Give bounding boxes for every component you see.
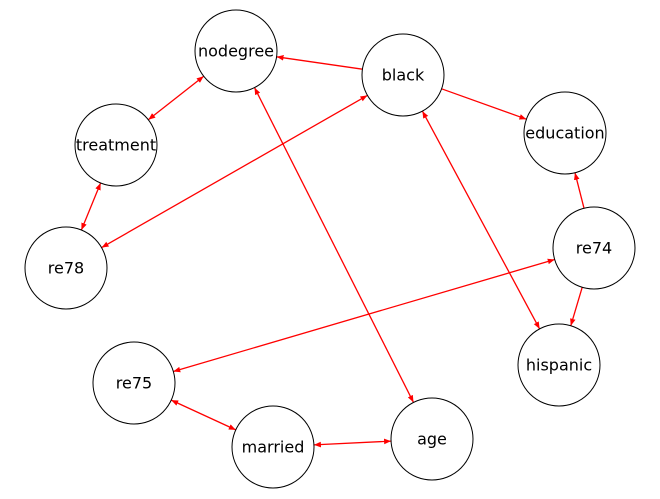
node-married: married [231,405,315,489]
node-nodegree: nodegree [194,9,278,93]
node-label-education: education [525,124,604,143]
edge-re74-education [574,172,585,209]
node-black: black [361,33,445,117]
node-age: age [390,397,474,481]
node-circle-hispanic [517,323,601,407]
node-re78: re78 [24,226,108,310]
edge-black-nodegree [276,55,363,70]
nodes-layer: nodegree black treatment education re78 re74 h… [24,9,636,489]
node-circle-age [390,397,474,481]
node-label-re75: re75 [116,374,152,393]
node-circle-re75 [92,341,176,425]
edges-layer [80,55,585,448]
edge-re74-re75 [173,258,555,373]
node-label-nodegree: nodegree [198,42,274,61]
edge-married-age [313,438,392,448]
node-circle-re74 [552,206,636,290]
node-label-married: married [242,438,305,457]
node-label-re78: re78 [48,259,84,278]
node-treatment: treatment [74,103,158,187]
edge-nodegree-age [253,87,415,403]
edge-re75-married [170,399,237,431]
node-label-hispanic: hispanic [526,356,592,375]
edge-treatment-re78 [80,182,102,231]
node-circle-treatment [74,103,158,187]
node-label-re74: re74 [576,239,612,258]
node-label-black: black [382,66,425,85]
node-circle-re78 [24,226,108,310]
edge-black-hispanic [421,110,541,330]
node-re75: re75 [92,341,176,425]
edge-black-education [441,88,527,120]
node-education: education [523,91,607,175]
node-re74: re74 [552,206,636,290]
node-circle-nodegree [194,9,278,93]
node-label-treatment: treatment [76,136,156,155]
node-circle-married [231,405,315,489]
node-circle-black [361,33,445,117]
edge-re74-hispanic [570,287,583,326]
edge-nodegree-treatment [147,75,205,121]
node-circle-education [523,91,607,175]
node-hispanic: hispanic [517,323,601,407]
node-label-age: age [417,430,447,449]
